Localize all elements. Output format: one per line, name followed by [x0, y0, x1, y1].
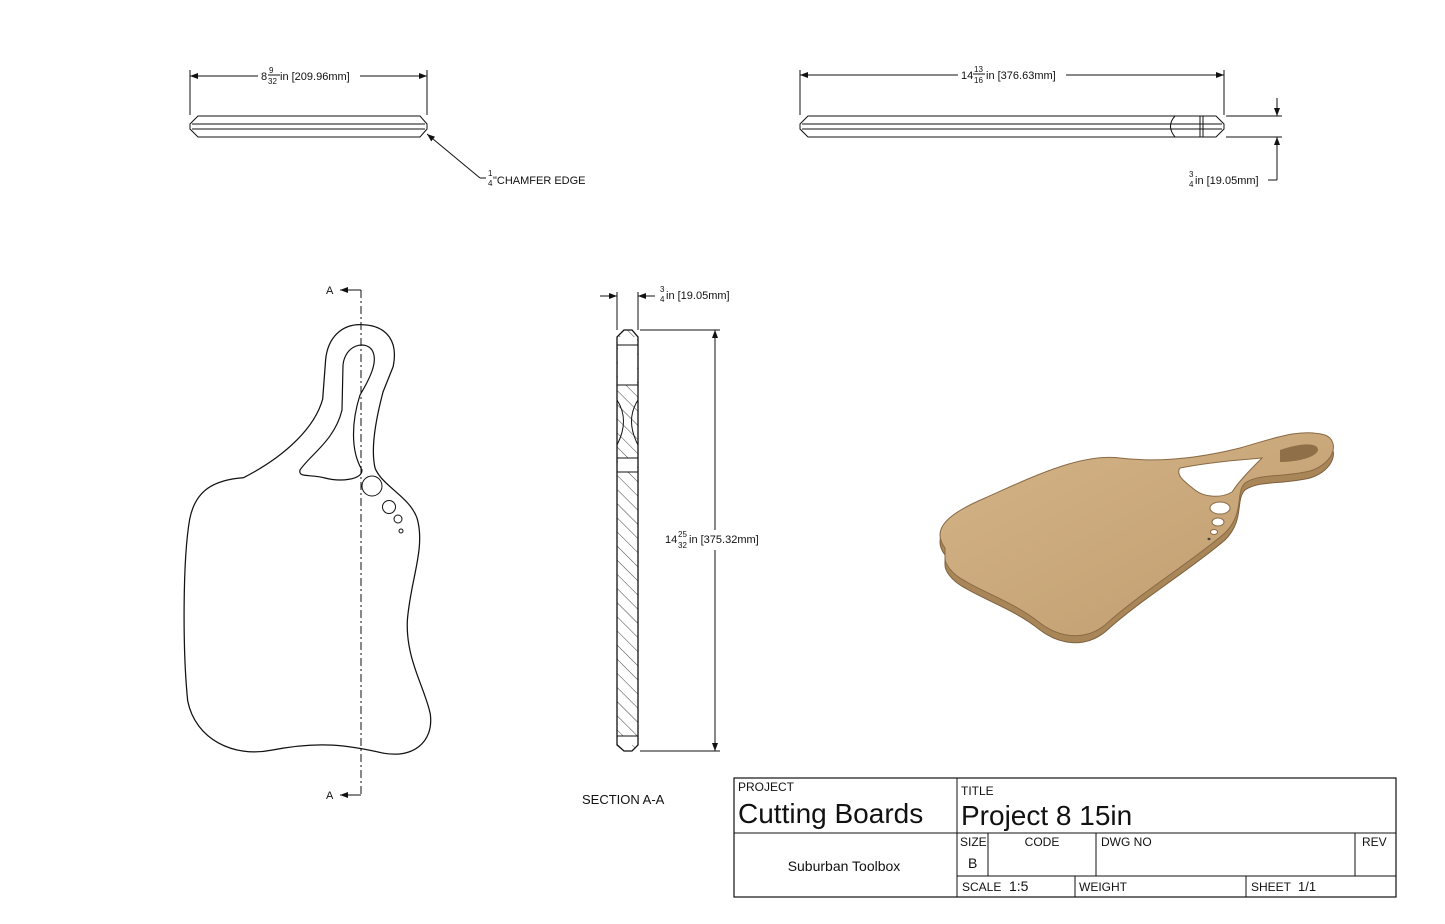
- code-label: CODE: [1025, 835, 1060, 849]
- svg-text:4: 4: [488, 179, 493, 188]
- section-marker-bottom: A: [326, 790, 334, 802]
- svg-text:in [19.05mm]: in [19.05mm]: [666, 290, 730, 302]
- svg-text:32: 32: [268, 77, 277, 86]
- svg-text:in [209.96mm]: in [209.96mm]: [280, 71, 350, 83]
- weight-label: WEIGHT: [1079, 880, 1128, 894]
- title-block: PROJECT Cutting Boards TITLE Project 8 1…: [733, 777, 1397, 898]
- sheet-value: 1/1: [1298, 879, 1316, 894]
- svg-text:3: 3: [660, 285, 665, 294]
- project-label: PROJECT: [738, 780, 795, 794]
- project-name: Cutting Boards: [738, 798, 923, 829]
- thickness-dimension: 3 4 in [19.05mm]: [1189, 170, 1259, 189]
- svg-text:in [19.05mm]: in [19.05mm]: [1195, 175, 1259, 187]
- svg-text:14: 14: [665, 534, 677, 546]
- svg-text:14: 14: [961, 70, 973, 82]
- section-view: 3 4 in [19.05mm] 14 25 32 in [375.32mm] …: [582, 285, 768, 807]
- finger-hole: [361, 475, 383, 497]
- size-value: B: [968, 855, 977, 871]
- svg-text:"CHAMFER EDGE: "CHAMFER EDGE: [493, 175, 586, 187]
- edge-view-short: 8 9 32 in [209.96mm] 1 4 "CHAMFER EDGE: [189, 66, 586, 188]
- section-marker-top: A: [326, 285, 334, 297]
- svg-text:in [375.32mm]: in [375.32mm]: [689, 534, 759, 546]
- svg-text:25: 25: [678, 530, 687, 539]
- svg-text:3: 3: [1189, 170, 1194, 179]
- title-label: TITLE: [961, 784, 994, 798]
- svg-text:32: 32: [678, 541, 687, 550]
- handle-slot: [299, 344, 375, 481]
- scale-label: SCALE: [962, 880, 1001, 894]
- svg-text:1: 1: [488, 169, 493, 178]
- svg-text:8: 8: [261, 71, 267, 83]
- finger-hole: [398, 528, 404, 534]
- svg-text:16: 16: [974, 76, 983, 85]
- finger-hole: [393, 514, 403, 524]
- section-label: SECTION A-A: [582, 792, 665, 807]
- section-height-dimension: 14 25 32 in [375.32mm]: [663, 530, 768, 550]
- drawing-title: Project 8 15in: [961, 800, 1132, 831]
- isometric-view: [939, 432, 1334, 644]
- edge-view-long: 14 13 16 in [376.63mm] 3 4 in [19.05mm]: [799, 65, 1282, 189]
- company-name: Suburban Toolbox: [788, 858, 901, 874]
- front-view: A A: [183, 285, 432, 802]
- svg-text:9: 9: [269, 66, 274, 75]
- svg-text:in [376.63mm]: in [376.63mm]: [986, 70, 1056, 82]
- width-dimension: 8 9 32 in [209.96mm]: [261, 66, 350, 86]
- section-thickness-dimension: 3 4 in [19.05mm]: [660, 285, 730, 304]
- svg-text:13: 13: [974, 65, 983, 74]
- length-dimension: 14 13 16 in [376.63mm]: [961, 65, 1056, 85]
- rev-label: REV: [1362, 835, 1387, 849]
- scale-value: 1:5: [1009, 878, 1029, 894]
- dwg-no-label: DWG NO: [1101, 835, 1152, 849]
- size-label: SIZE: [960, 835, 987, 849]
- sheet-label: SHEET: [1251, 880, 1292, 894]
- svg-text:4: 4: [1189, 180, 1194, 189]
- finger-hole: [382, 500, 396, 514]
- chamfer-note: 1 4 "CHAMFER EDGE: [488, 169, 586, 188]
- svg-text:4: 4: [660, 295, 665, 304]
